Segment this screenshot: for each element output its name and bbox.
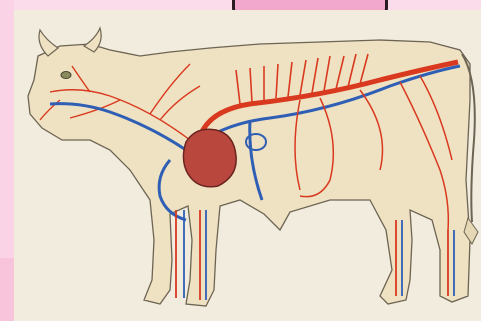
cow-eye bbox=[61, 72, 71, 79]
heart bbox=[183, 129, 236, 187]
